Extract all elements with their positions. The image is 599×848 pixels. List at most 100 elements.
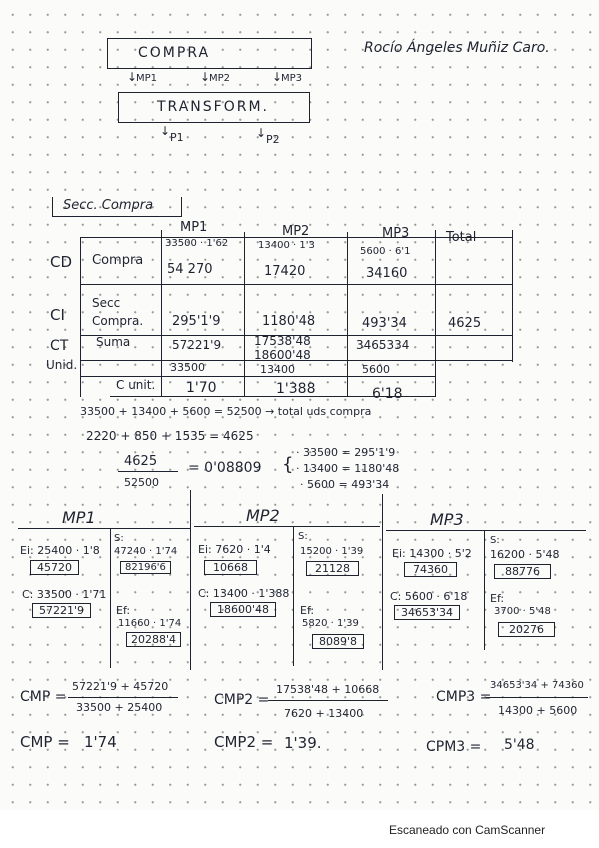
table-line: [80, 284, 512, 285]
mp3-title: MP3: [430, 510, 464, 529]
table-line: [80, 360, 512, 361]
cell-ct-mp1: 57221'9: [172, 338, 222, 352]
mp1-s1: 47240 · 1'74: [114, 546, 178, 557]
cell-cd-mp1-a: 33500 · 1'62: [165, 238, 229, 249]
mp2-ei-result: 10668: [204, 560, 257, 575]
mp1-ef1-result: 20288'4: [126, 632, 182, 647]
mp3-c: C: 5600 · 6'18: [390, 590, 468, 603]
table-line: [347, 232, 348, 397]
mp-block-line: [194, 526, 380, 527]
table-line: [435, 230, 436, 397]
p2-arrow-label: P2: [266, 133, 280, 146]
row-label-ci: CI: [50, 306, 65, 324]
mp3-arrow-label: MP3: [281, 73, 303, 84]
fraction-bar: [268, 700, 388, 701]
cmp3-numerator: 34653'34 + 74360: [490, 680, 584, 691]
row-label-unid: Unid.: [46, 358, 78, 372]
cell-unid-mp3: 5600: [362, 363, 390, 376]
arrow-icon: ↓: [256, 126, 267, 140]
cell-cd-mp2-b: 17420: [264, 264, 306, 279]
mp1-ei: Ei: 25400 · 1'8: [20, 544, 100, 557]
mp2-ef1: 5820 · 1'39: [302, 618, 359, 629]
row-label-compra: Compra: [92, 253, 144, 268]
row-label-cd: CD: [50, 253, 73, 271]
fraction-bar: [118, 471, 178, 472]
cmp2-result: 1'39.: [284, 734, 322, 752]
mp3-ei: Ei: 14300 · 5'2: [392, 547, 472, 560]
cmp1-result-label: CMP =: [20, 733, 70, 751]
mp1-ef: Ef:: [116, 604, 131, 617]
table-line: [244, 232, 245, 397]
cmp2-denominator: 7620 + 13400: [284, 707, 364, 720]
table-line: [161, 230, 162, 397]
mp3-ef1: 3700 · 5'48: [494, 606, 551, 617]
cell-cd-mp3-a: 5600 · 6'1: [360, 246, 411, 257]
row-label-secc-2: Compra.: [92, 314, 144, 328]
mp1-s1-result: 82196'6: [120, 561, 171, 574]
mp2-ef1-result: 8089'8: [312, 634, 365, 649]
section-title-box: Secc. Compra: [52, 197, 182, 217]
mp-block-line: [293, 526, 294, 666]
arrow-icon: ↓: [160, 124, 171, 138]
breakdown-1: · 33500 = 295'1'9: [296, 446, 396, 459]
cell-cd-mp2-a: 13400 · 1'3: [258, 240, 315, 251]
mp2-ei: Ei: 7620 · 1'4: [198, 543, 271, 556]
cell-ct-mp2-b: 18600'48: [254, 348, 311, 362]
row-label-suma: Suma: [96, 335, 131, 349]
mp-block-line: [110, 528, 111, 668]
mp2-c: C: 13400 · 1'388: [198, 587, 290, 600]
brace-icon: {: [282, 454, 294, 475]
mp2-s1: 15200 · 1'39: [300, 546, 364, 557]
cmp3-label: CMP3 =: [436, 689, 492, 705]
mp2-s-label: S:: [298, 531, 308, 542]
table-line: [80, 237, 512, 238]
fraction-denominator: 52500: [124, 476, 159, 489]
mp3-s1: 16200 · 5'48: [490, 548, 560, 561]
table-line: [80, 335, 512, 336]
mp1-c: C: 33500 · 1'71: [22, 588, 107, 601]
calc-line-1: 33500 + 13400 + 5600 = 52500 → total uds…: [80, 405, 372, 418]
header-mp1: MP1: [180, 220, 208, 235]
calc-line-2: 2220 + 850 + 1535 = 4625: [86, 429, 254, 443]
table-line: [110, 396, 435, 397]
cmp2-result-label: CMP2 =: [214, 733, 274, 751]
cmp1-result: 1'74: [84, 733, 117, 751]
fraction-numerator: 4625: [124, 454, 158, 469]
cell-ci-mp3: 493'34: [362, 316, 407, 331]
compra-label: COMPRA: [138, 45, 211, 61]
cell-cd-mp3-b: 34160: [366, 266, 408, 281]
mp-block-line: [386, 530, 586, 531]
cell-unid-mp1: 33500: [170, 361, 205, 374]
cmp1-denominator: 33500 + 25400: [76, 701, 163, 714]
mp-block-line: [382, 494, 383, 670]
cell-cunit-mp2: 1'388: [276, 381, 316, 397]
cmp3-result-label: CPM3 =: [426, 739, 482, 755]
cell-ci-mp1: 295'1'9: [172, 314, 221, 329]
scanner-watermark: Escaneado con CamScanner: [389, 823, 546, 837]
mp2-ef: Ef:: [300, 604, 315, 617]
row-label-secc-1: Secc: [92, 296, 121, 310]
mp2-arrow-label: MP2: [209, 73, 231, 84]
transform-box: TRANSFORM.: [118, 92, 310, 123]
row-label-ct: CT: [50, 338, 69, 354]
arrow-icon: ↓: [127, 70, 138, 84]
table-line: [80, 376, 435, 377]
mp3-s-label: S:: [490, 535, 500, 546]
compra-box: COMPRA: [107, 38, 312, 69]
breakdown-2: · 13400 = 1180'48: [296, 462, 400, 475]
mp3-ei-result: 74360: [404, 562, 457, 577]
cell-ci-mp2: 1180'48: [262, 314, 316, 329]
author-name: Rocío Ángeles Muñiz Caro.: [364, 40, 550, 56]
cell-cd-mp1-b: 54 270: [167, 262, 213, 277]
mp-block-line: [190, 490, 191, 670]
table-line: [512, 230, 513, 362]
mp-block-line: [484, 530, 485, 650]
mp-block-line: [18, 528, 190, 529]
arrow-icon: ↓: [200, 70, 211, 84]
cmp3-denominator: 14300 + 5600: [498, 704, 578, 717]
cell-cunit-mp1: 1'70: [186, 380, 217, 396]
table-line: [80, 237, 81, 397]
mp2-c-result: 18600'48: [210, 602, 277, 617]
cmp3-result: 5'48: [504, 737, 535, 753]
